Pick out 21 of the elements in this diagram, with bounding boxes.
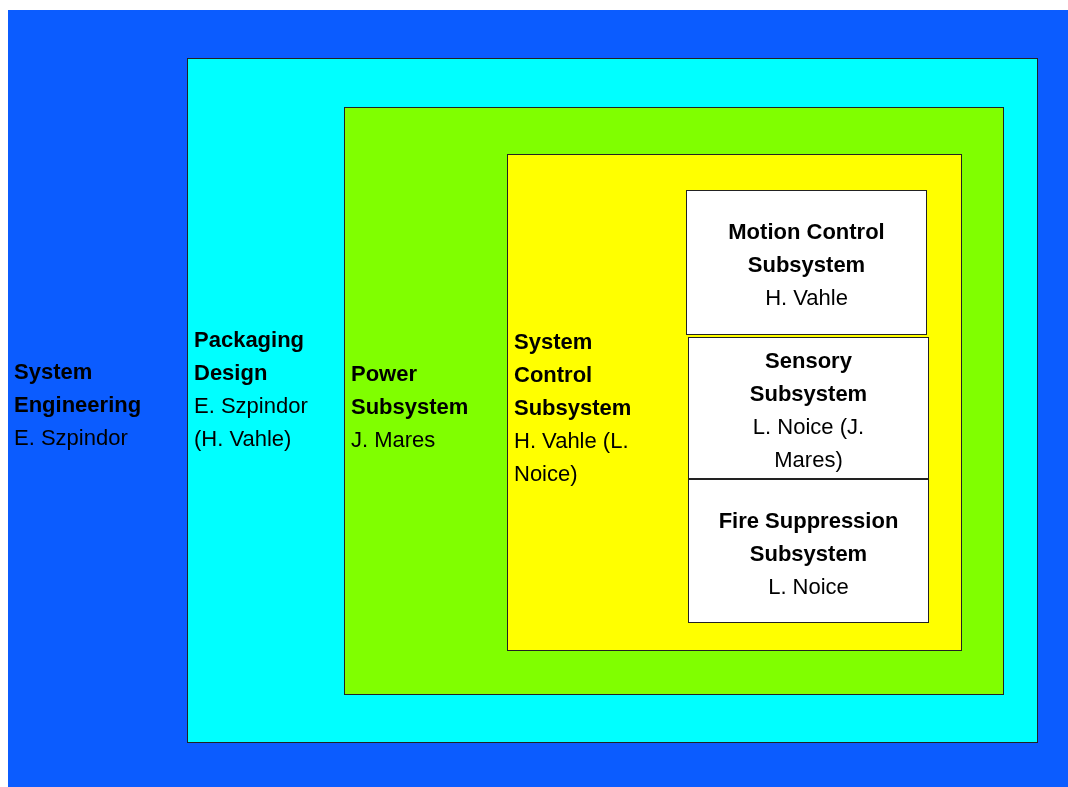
nested-panel [187,58,1038,743]
nested-panel [507,154,962,651]
subsystem-box [688,337,929,479]
owner-name: E. Szpindor [14,424,129,452]
subsystem-title: Power Subsystem [351,360,470,421]
subsystem-title: System Engineering [14,358,143,419]
subsystem-title: Fire Suppression Subsystem [717,507,900,568]
subsystem-title: Packaging Design [194,326,306,387]
owner-name: L. Noice [767,573,850,601]
owner-name: H. Vahle (L. Noice) [514,427,630,488]
subsystem-title: System Control Subsystem [514,328,633,422]
subsystem-box [688,479,929,623]
nested-panel [344,107,1004,695]
owner-name: E. Szpindor (H. Vahle) [194,392,309,453]
owner-name: L. Noice (J. Mares) [751,413,866,474]
subsystem-title: Sensory Subsystem [748,347,869,408]
owner-name: H. Vahle [764,284,849,312]
outer-panel [8,10,1068,787]
subsystem-box [686,190,927,335]
subsystem-title: Motion Control Subsystem [727,218,886,279]
owner-name: J. Mares [351,426,437,454]
